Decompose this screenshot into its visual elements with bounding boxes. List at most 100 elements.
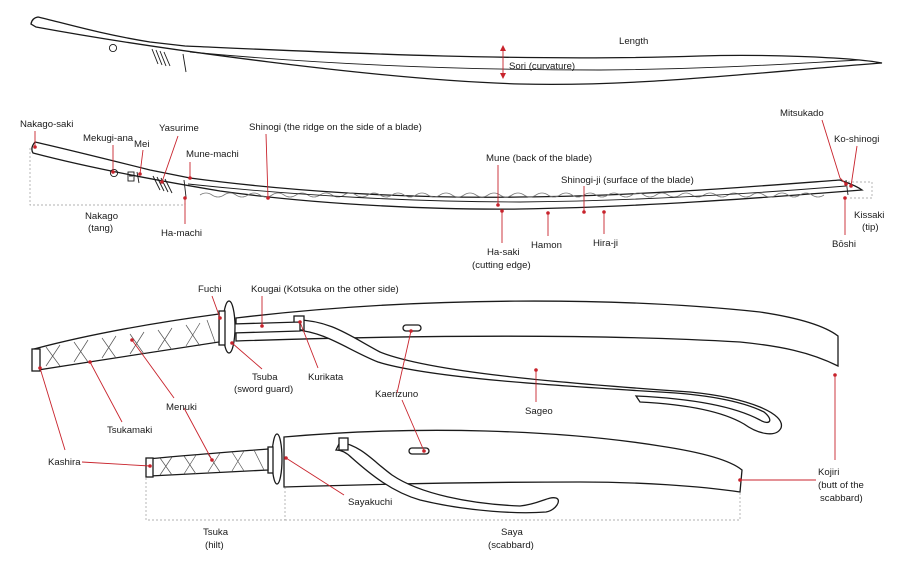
label-tsuba-sword-guard: (sword guard) [234,384,293,395]
leader-menuki-top [131,339,175,399]
katana-fuchi [218,310,226,346]
blade-top-outline [30,16,883,86]
label-nakago-saki: Nakago-saki [20,119,73,130]
label-shinogi-ji: Shinogi-ji (surface of the blade) [561,175,694,186]
label-kougai: Kougai (Kotsuka on the other side) [251,284,399,295]
label-mune-machi: Mune-machi [186,149,239,160]
nakago-dashed-box [29,148,186,206]
sori-arrow-head-down [500,73,506,79]
leader-ha-saki-dot [500,209,504,213]
saya-dashed-range [285,493,741,521]
leader-kaerizuno-bottom [401,399,425,452]
leader-kaerizuno-top [396,330,412,394]
leader-mune-machi-dot [188,176,192,180]
label-hamon: Hamon [531,240,562,251]
leader-mitsukado [821,119,847,185]
label-saya-scabbard: (scabbard) [488,540,534,551]
leader-tsuba [231,342,263,370]
katana-kougai [231,321,301,334]
wakizashi-tsukamaki-pattern [159,449,265,476]
label-tsuba: Tsuba [252,372,278,383]
label-menuki: Menuki [166,402,197,413]
blade-top [30,16,883,86]
leader-yasurime-dot [160,180,164,184]
leader-kaerizuno-top-dot [409,329,413,333]
blade-top-yasurime [151,48,171,67]
blade-middle-machi-line [183,179,187,198]
leader-hira-ji-dot [602,210,606,214]
label-kurikata: Kurikata [308,372,344,383]
leaders-middle [33,119,858,243]
label-ha-saki: Ha-saki [487,247,520,258]
kissaki-dashed-box [848,181,873,199]
leader-kashira-top-dot [38,366,42,370]
blade-middle-mei-signature [127,171,140,184]
blade-middle-mekugi-hole [109,168,119,178]
katana-tsuka [33,313,220,371]
blade-middle-hamon-line [199,192,825,198]
label-kissaki-tip: (tip) [862,222,879,233]
leader-boshi-dot [843,196,847,200]
katana-tsukamaki-pattern [45,319,216,367]
label-mitsukado: Mitsukado [780,108,824,119]
leader-yasurime [161,135,179,183]
leader-kashira-top [39,367,66,451]
label-saya: Saya [501,527,524,538]
leader-kojiri-bottom-dot [738,478,742,482]
leader-kurikata [299,321,319,369]
leaders-mounted [38,295,837,496]
label-tsuka-hilt: (hilt) [205,540,224,551]
label-mune: Mune (back of the blade) [486,153,592,164]
wakizashi-kurikata [338,437,349,451]
leader-menuki-bottom [183,407,213,461]
label-kashira: Kashira [48,457,81,468]
leader-sageo-dot [534,368,538,372]
leader-mei [139,149,144,175]
tsuka-dashed-range [145,478,286,521]
label-length: Length [619,36,648,47]
label-sageo: Sageo [525,406,553,417]
label-shinogi: Shinogi (the ridge on the side of a blad… [249,122,422,133]
blade-middle-outline [31,141,864,210]
leader-mei-dot [138,172,142,176]
blade-top-shinogi-line [189,51,861,71]
leader-ha-machi-dot [183,196,187,200]
katana-sageo-cord [295,319,783,435]
leader-shinogi [265,133,269,199]
leader-kurikata-dot [298,320,302,324]
label-mekugi-ana: Mekugi-ana [83,133,134,144]
leader-kojiri-top-dot [833,373,837,377]
label-tsuka: Tsuka [203,527,229,538]
leader-nakago-saki-dot [33,145,37,149]
leader-mune-dot [496,203,500,207]
leader-hamon-dot [546,211,550,215]
label-kojiri-scabbard: scabbard) [820,493,863,504]
blade-middle-shinogi-line [187,183,847,203]
label-ha-machi: Ha-machi [161,228,202,239]
leader-mitsukado-dot [844,182,848,186]
leader-kougai-dot [260,324,264,328]
katana-saya [235,300,839,368]
sori-arrow-head-up [500,45,506,51]
leader-sayakuchi [285,457,345,496]
label-mei: Mei [134,139,149,150]
blade-top-mekugi-hole [108,43,118,53]
label-sayakuchi: Sayakuchi [348,497,392,508]
katana-kashira [31,348,41,372]
wakizashi-sageo-cord [334,441,560,514]
label-sori: Sori (curvature) [509,61,575,72]
leader-ko-shinogi [850,145,858,187]
wakizashi-mounted [145,429,743,521]
leader-fuchi [211,295,221,319]
leader-tsukamaki [89,361,123,423]
label-fuchi: Fuchi [198,284,221,295]
leader-menuki-top-dot [130,338,134,342]
label-boshi: Bōshi [832,239,856,250]
leader-sayakuchi-dot [284,456,288,460]
leader-tsuba-dot [230,341,234,345]
leader-mekugi-ana-dot [111,170,115,174]
label-nakago: Nakago [85,211,118,222]
leader-kashira-bottom [81,461,151,467]
wakizashi-fuchi [267,446,274,474]
